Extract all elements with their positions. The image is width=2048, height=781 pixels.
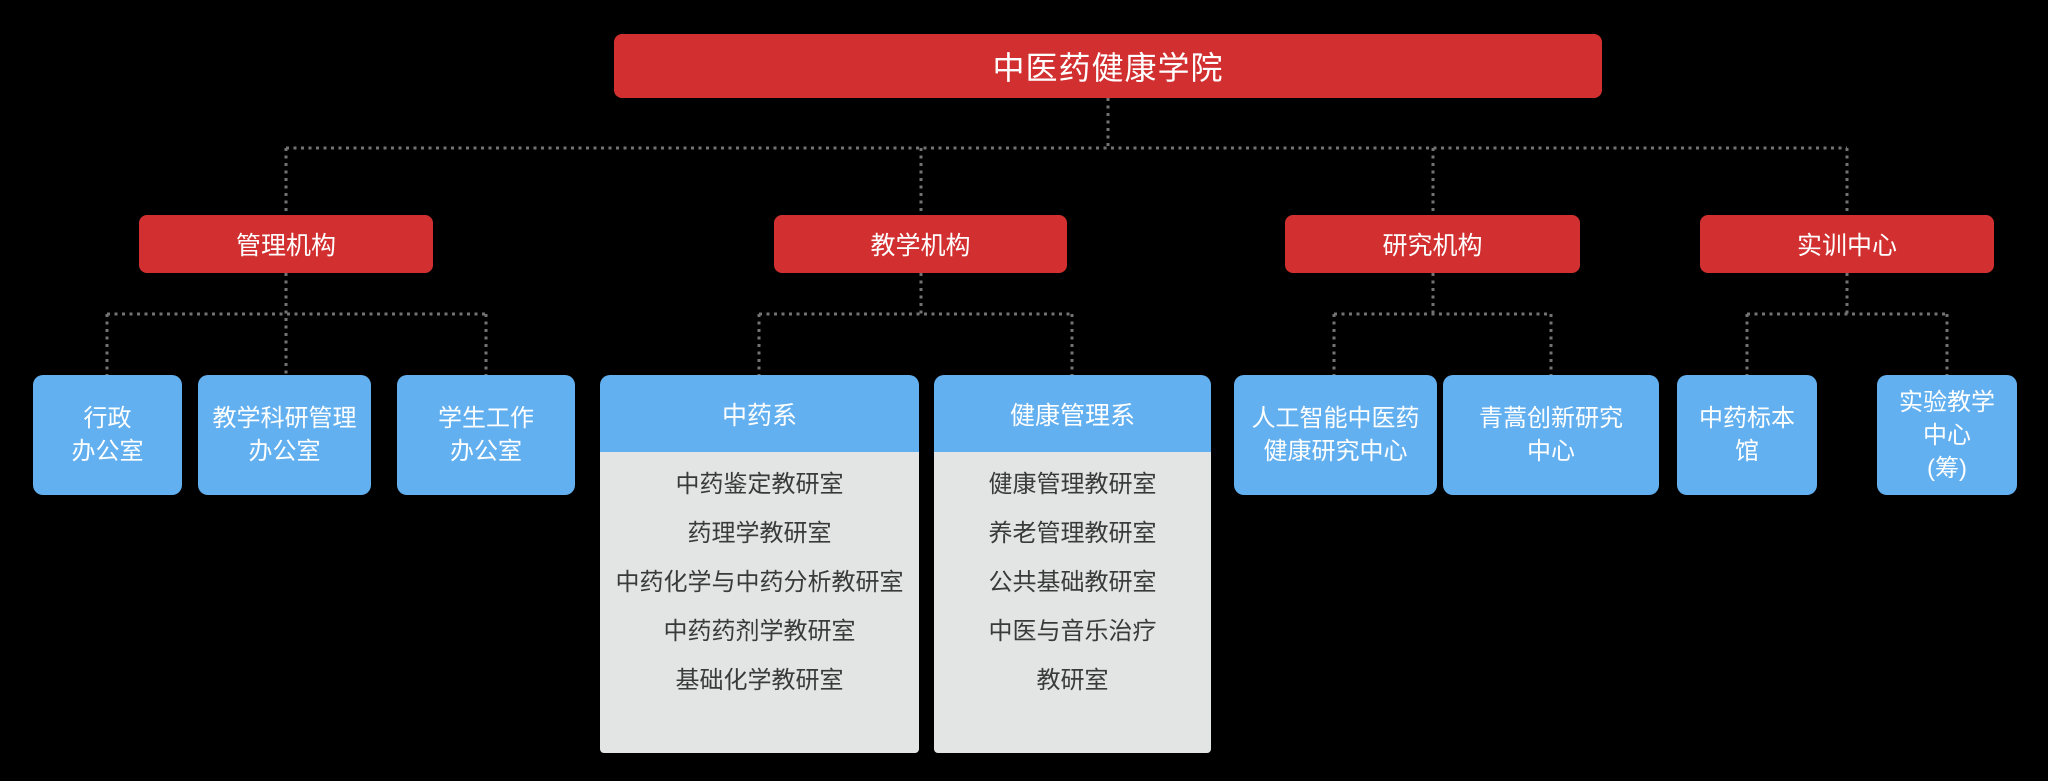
branch-label: 研究机构 <box>1382 232 1483 260</box>
panel-row: 公共基础教研室 <box>988 569 1157 596</box>
branch-label: 实训中心 <box>1796 232 1897 260</box>
leaf-box-experimental-teaching-center: 实验教学 中心 (筹) <box>1877 375 2017 495</box>
branch-box-management: 管理机构 <box>139 215 433 273</box>
panel-row: 中医与音乐治疗 <box>988 618 1157 645</box>
leaf-label-line: 教学科研管理 <box>212 405 357 432</box>
org-root-label: 中医药健康学院 <box>992 50 1224 86</box>
panel-row: 药理学教研室 <box>687 520 832 547</box>
leaf-label-line: 办公室 <box>248 438 321 465</box>
leaf-box-student-affairs-office: 学生工作 办公室 <box>397 375 575 495</box>
leaf-label-line: (筹) <box>1927 454 1967 482</box>
leaf-box-tcm-specimen-hall: 中药标本 馆 <box>1677 375 1817 495</box>
leaf-label-line: 中心 <box>1923 421 1971 449</box>
branch-box-research: 研究机构 <box>1285 215 1580 273</box>
leaf-label-line: 学生工作 <box>438 405 534 432</box>
dept-label: 健康管理系 <box>1009 401 1135 430</box>
branch-label: 教学机构 <box>870 232 971 260</box>
panel-row: 健康管理教研室 <box>988 471 1157 498</box>
panel-row: 中药化学与中药分析教研室 <box>615 569 904 596</box>
leaf-label-line: 中心 <box>1527 438 1575 465</box>
leaf-box-qinghao-innovation-research-center: 青蒿创新研究 中心 <box>1443 375 1659 495</box>
leaf-label-line: 人工智能中医药 <box>1251 405 1420 432</box>
leaf-box-ai-tcm-health-research-center: 人工智能中医药 健康研究中心 <box>1234 375 1437 495</box>
dept-panel-tcm-pharmacy: 中药鉴定教研室 药理学教研室 中药化学与中药分析教研室 中药药剂学教研室 基础化… <box>600 452 919 753</box>
leaf-label-line: 办公室 <box>450 438 522 465</box>
branch-box-teaching: 教学机构 <box>774 215 1067 273</box>
leaf-label-line: 实验教学 <box>1899 388 1995 416</box>
panel-row: 中药鉴定教研室 <box>675 471 844 498</box>
dept-box-tcm-pharmacy: 中药系 <box>600 375 919 452</box>
org-root-box: 中医药健康学院 <box>614 34 1602 98</box>
leaf-box-administrative-office: 行政 办公室 <box>33 375 182 495</box>
leaf-label-line: 行政 <box>83 405 132 432</box>
leaf-label-line: 中药标本 <box>1699 405 1795 432</box>
panel-row: 养老管理教研室 <box>988 520 1157 547</box>
leaf-label-line: 馆 <box>1735 438 1759 465</box>
leaf-box-teaching-research-management-office: 教学科研管理 办公室 <box>198 375 371 495</box>
dept-panel-health-management: 健康管理教研室 养老管理教研室 公共基础教研室 中医与音乐治疗 教研室 <box>934 452 1211 753</box>
branch-box-training: 实训中心 <box>1700 215 1994 273</box>
dept-box-health-management: 健康管理系 <box>934 375 1211 452</box>
branch-label: 管理机构 <box>235 232 336 260</box>
leaf-label-line: 健康研究中心 <box>1263 438 1408 465</box>
panel-row: 中药药剂学教研室 <box>663 618 856 645</box>
dept-label: 中药系 <box>721 401 797 430</box>
panel-row: 基础化学教研室 <box>675 667 844 694</box>
leaf-label-line: 办公室 <box>71 438 144 465</box>
leaf-label-line: 青蒿创新研究 <box>1479 405 1623 432</box>
panel-row: 教研室 <box>1036 667 1109 694</box>
